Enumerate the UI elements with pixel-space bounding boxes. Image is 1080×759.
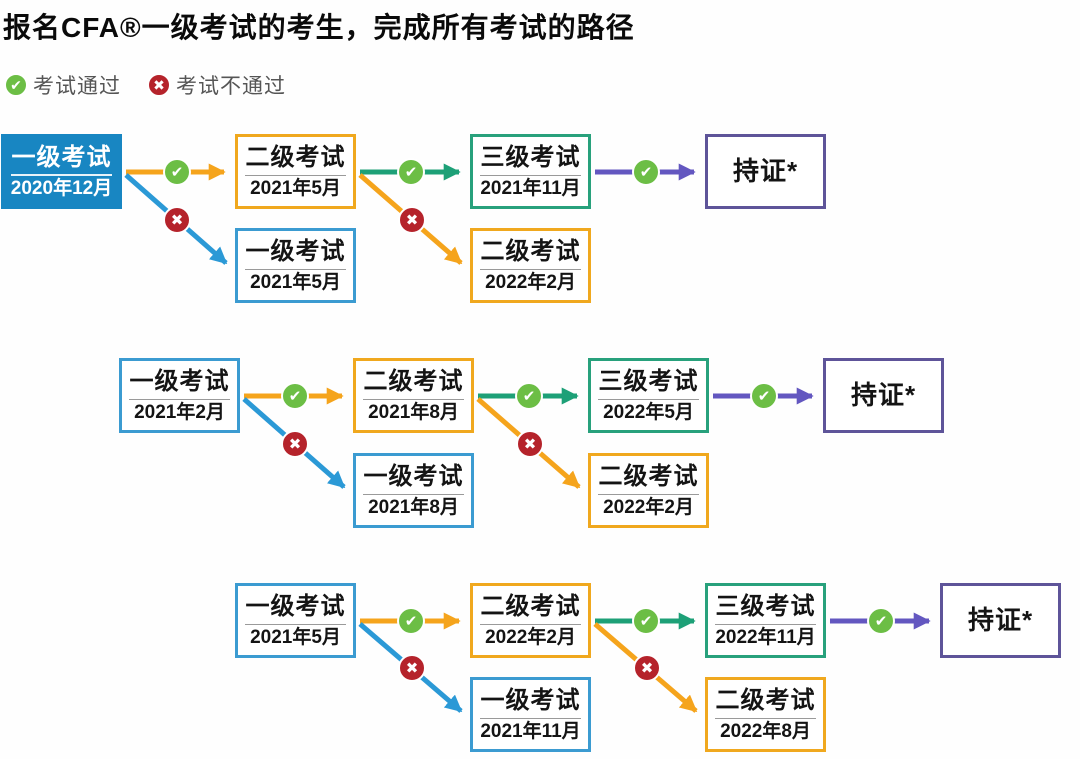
exam-node-date: 2021年11月 — [480, 177, 581, 199]
row2-level1-retake-node: 一级考试 2021年8月 — [353, 453, 474, 528]
row3-level2-exam-node: 二级考试 2022年2月 — [470, 583, 591, 658]
pass-icon: ✔ — [397, 607, 425, 635]
row1-level1-exam-node: 一级考试 2020年12月 — [1, 134, 122, 209]
exam-node-title: 二级考试 — [715, 687, 816, 715]
row3-level2-retake-node: 二级考试 2022年8月 — [705, 677, 826, 752]
node-divider — [715, 623, 816, 625]
row2-level1-exam-node: 一级考试 2021年2月 — [119, 358, 240, 433]
row3-level1-exam-node: 一级考试 2021年5月 — [235, 583, 356, 658]
node-divider — [363, 493, 464, 495]
node-divider — [245, 268, 346, 270]
row3-level1-retake-node: 一级考试 2021年11月 — [470, 677, 591, 752]
row3-charter-node: 持证* — [940, 583, 1061, 658]
pass-icon: ✔ — [632, 158, 660, 186]
exam-node-title: 一级考试 — [363, 463, 464, 491]
pass-icon: ✔ — [515, 382, 543, 410]
row2-level2-retake-node: 二级考试 2022年2月 — [588, 453, 709, 528]
row2-charter-node: 持证* — [823, 358, 944, 433]
fail-icon: ✖ — [163, 206, 191, 234]
row1-level3-exam-node: 三级考试 2021年11月 — [470, 134, 591, 209]
exam-node-title: 一级考试 — [245, 238, 346, 266]
legend-pass-label: 考试通过 — [33, 75, 121, 98]
node-divider — [715, 717, 816, 719]
exam-node-title: 一级考试 — [11, 143, 112, 171]
exam-node-title: 二级考试 — [363, 368, 464, 396]
row1-level2-exam-node: 二级考试 2021年5月 — [235, 134, 356, 209]
exam-node-date: 2022年8月 — [720, 720, 811, 742]
charter-node-title: 持证* — [850, 379, 917, 410]
node-divider — [245, 623, 346, 625]
exam-node-title: 一级考试 — [480, 687, 581, 715]
exam-node-date: 2022年2月 — [485, 626, 576, 648]
exam-node-date: 2021年11月 — [480, 720, 581, 742]
exam-node-title: 一级考试 — [129, 368, 230, 396]
fail-icon: ✖ — [281, 430, 309, 458]
node-divider — [598, 398, 699, 400]
row1-charter-node: 持证* — [705, 134, 826, 209]
node-divider — [480, 623, 581, 625]
page-title: 报名CFA®一级考试的考生，完成所有考试的路径 — [3, 12, 635, 43]
exam-node-date: 2021年8月 — [368, 401, 459, 423]
pass-icon: ✔ — [867, 607, 895, 635]
exam-node-title: 二级考试 — [480, 593, 581, 621]
pass-icon: ✔ — [4, 73, 28, 97]
node-divider — [480, 268, 581, 270]
fail-icon: ✖ — [633, 654, 661, 682]
charter-node-title: 持证* — [967, 604, 1034, 635]
exam-node-date: 2021年8月 — [368, 496, 459, 518]
fail-icon: ✖ — [398, 654, 426, 682]
pass-icon: ✔ — [397, 158, 425, 186]
node-divider — [480, 174, 581, 176]
row3-level3-exam-node: 三级考试 2022年11月 — [705, 583, 826, 658]
fail-icon: ✖ — [147, 73, 171, 97]
exam-node-title: 一级考试 — [245, 593, 346, 621]
exam-node-date: 2022年2月 — [603, 496, 694, 518]
exam-node-date: 2021年5月 — [250, 626, 341, 648]
node-divider — [363, 398, 464, 400]
pass-icon: ✔ — [281, 382, 309, 410]
fail-icon: ✖ — [398, 206, 426, 234]
exam-node-title: 二级考试 — [598, 463, 699, 491]
node-divider — [245, 174, 346, 176]
legend-fail-label: 考试不通过 — [176, 75, 286, 98]
pass-icon: ✔ — [632, 607, 660, 635]
row1-level2-retake-node: 二级考试 2022年2月 — [470, 228, 591, 303]
legend: ✔ 考试通过 ✖ 考试不通过 — [4, 70, 286, 100]
exam-node-title: 三级考试 — [598, 368, 699, 396]
charter-node-title: 持证* — [732, 155, 799, 186]
pass-icon: ✔ — [163, 158, 191, 186]
exam-node-date: 2022年2月 — [485, 271, 576, 293]
exam-node-date: 2021年5月 — [250, 177, 341, 199]
exam-node-date: 2022年11月 — [715, 626, 816, 648]
row1-level1-retake-node: 一级考试 2021年5月 — [235, 228, 356, 303]
exam-node-date: 2022年5月 — [603, 401, 694, 423]
row2-level2-exam-node: 二级考试 2021年8月 — [353, 358, 474, 433]
exam-node-title: 三级考试 — [715, 593, 816, 621]
fail-icon: ✖ — [516, 430, 544, 458]
exam-node-date: 2021年5月 — [250, 271, 341, 293]
exam-node-date: 2020年12月 — [10, 178, 113, 200]
node-divider — [480, 717, 581, 719]
exam-node-date: 2021年2月 — [134, 401, 225, 423]
node-divider — [129, 398, 230, 400]
node-divider — [598, 493, 699, 495]
exam-node-title: 二级考试 — [245, 144, 346, 172]
exam-node-title: 二级考试 — [480, 238, 581, 266]
node-divider — [11, 174, 112, 177]
row2-level3-exam-node: 三级考试 2022年5月 — [588, 358, 709, 433]
pass-icon: ✔ — [750, 382, 778, 410]
exam-node-title: 三级考试 — [480, 144, 581, 172]
